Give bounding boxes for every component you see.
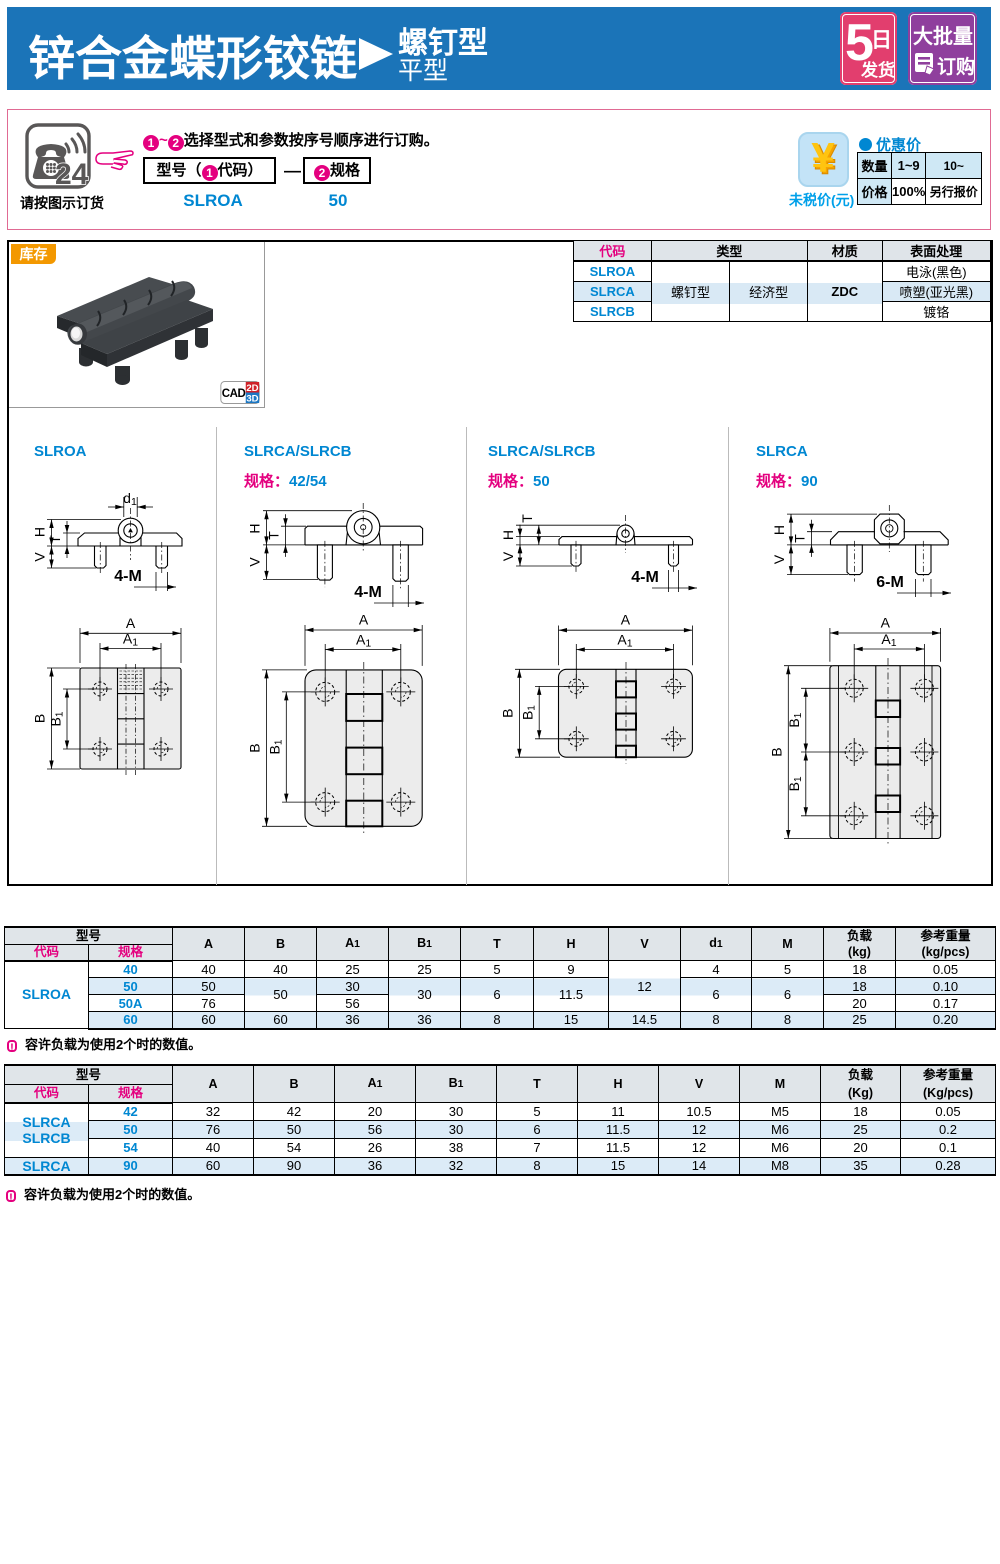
svg-text:A1: A1 — [881, 631, 896, 649]
svg-text:A: A — [881, 615, 891, 631]
svg-text:V: V — [500, 551, 516, 561]
svg-text:B: B — [32, 714, 48, 723]
svg-text:B1: B1 — [48, 711, 66, 726]
svg-text:A1: A1 — [356, 632, 371, 650]
svg-text:A: A — [359, 612, 369, 628]
svg-text:4-M: 4-M — [354, 584, 382, 601]
svg-text:4-M: 4-M — [631, 569, 659, 586]
svg-text:4-M: 4-M — [114, 568, 142, 585]
svg-text:B1: B1 — [267, 739, 285, 754]
svg-text:d1: d1 — [123, 490, 137, 508]
svg-text:A1: A1 — [617, 632, 632, 650]
svg-text:B1: B1 — [519, 705, 537, 720]
svg-text:B: B — [768, 747, 784, 756]
svg-text:¥: ¥ — [813, 136, 837, 183]
svg-text:T: T — [47, 535, 63, 544]
svg-text:6-M: 6-M — [876, 574, 904, 591]
svg-text:2D: 2D — [246, 383, 258, 394]
svg-text:24: 24 — [55, 158, 89, 191]
svg-text:A: A — [126, 615, 136, 631]
svg-text:T: T — [519, 514, 535, 523]
svg-text:H: H — [500, 530, 516, 540]
svg-text:V: V — [247, 557, 263, 567]
svg-text:T: T — [792, 534, 808, 543]
svg-text:A: A — [621, 612, 631, 628]
svg-text:H: H — [771, 525, 787, 535]
svg-text:CAD: CAD — [222, 388, 246, 400]
svg-text:T: T — [266, 531, 282, 540]
svg-text:3D: 3D — [246, 394, 258, 404]
svg-text:V: V — [771, 554, 787, 564]
svg-text:¥: ¥ — [811, 134, 835, 181]
svg-text:H: H — [247, 523, 263, 533]
svg-text:B: B — [247, 743, 263, 752]
svg-text:V: V — [32, 552, 48, 562]
svg-text:H: H — [32, 527, 48, 537]
svg-text:B: B — [499, 709, 515, 718]
